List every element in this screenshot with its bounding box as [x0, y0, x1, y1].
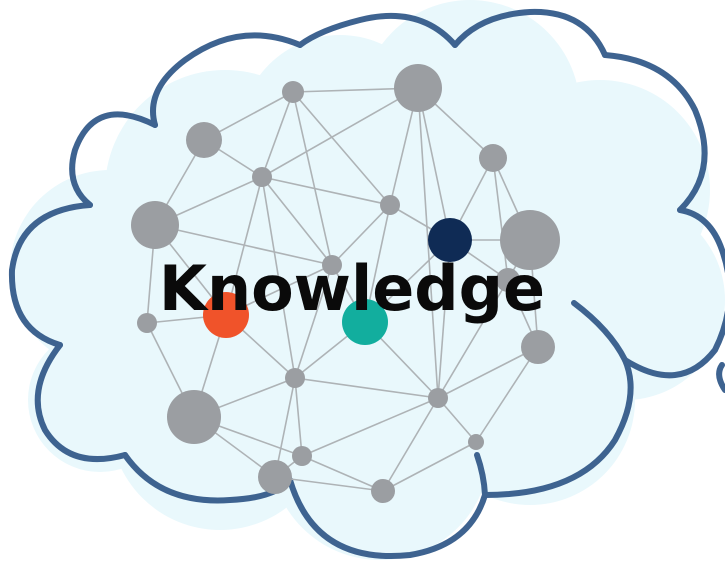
gray-node	[137, 313, 157, 333]
network-edge	[261, 176, 296, 379]
gray-node	[252, 167, 272, 187]
network-edge	[261, 176, 391, 206]
network-edge	[492, 157, 509, 281]
cloud-body	[10, 0, 725, 560]
network-nodes	[131, 64, 560, 503]
navy-node	[428, 218, 472, 262]
network-edge	[331, 204, 391, 266]
network-edge	[261, 91, 294, 178]
gray-node	[500, 210, 560, 270]
network-edge	[382, 441, 477, 492]
network-edge	[417, 87, 439, 399]
network-edge	[294, 377, 439, 399]
gray-node	[167, 390, 221, 444]
gray-node	[468, 434, 484, 450]
gray-node	[292, 446, 312, 466]
network-edge	[261, 176, 333, 266]
gray-node	[394, 64, 442, 112]
network-edge	[437, 279, 509, 399]
network-edge	[261, 87, 419, 178]
cloud-outline	[8, 8, 725, 559]
network-edge	[225, 176, 263, 316]
network-edge	[417, 87, 451, 241]
gray-node	[285, 368, 305, 388]
network-edge	[301, 455, 384, 492]
network-edge	[294, 377, 303, 457]
gray-node	[521, 330, 555, 364]
network-edge	[301, 397, 439, 457]
knowledge-label: Knowledge	[159, 252, 545, 325]
network-edge	[437, 346, 539, 399]
gray-node	[371, 479, 395, 503]
network-edge	[292, 91, 391, 206]
gray-node	[258, 460, 292, 494]
network-edge	[475, 346, 539, 443]
gray-node	[428, 388, 448, 408]
network-edge	[154, 224, 333, 266]
network-edge	[274, 476, 384, 492]
gray-node	[496, 268, 520, 292]
network-edge	[292, 91, 333, 266]
teal-node	[342, 299, 388, 345]
gray-node	[479, 144, 507, 172]
network-edge	[294, 264, 333, 379]
orange-node	[203, 292, 249, 338]
network-edge	[437, 239, 451, 399]
network-edge	[382, 397, 439, 492]
gray-node	[131, 201, 179, 249]
gray-node	[322, 255, 342, 275]
gray-node	[186, 122, 222, 158]
gray-node	[282, 81, 304, 103]
gray-node	[380, 195, 400, 215]
